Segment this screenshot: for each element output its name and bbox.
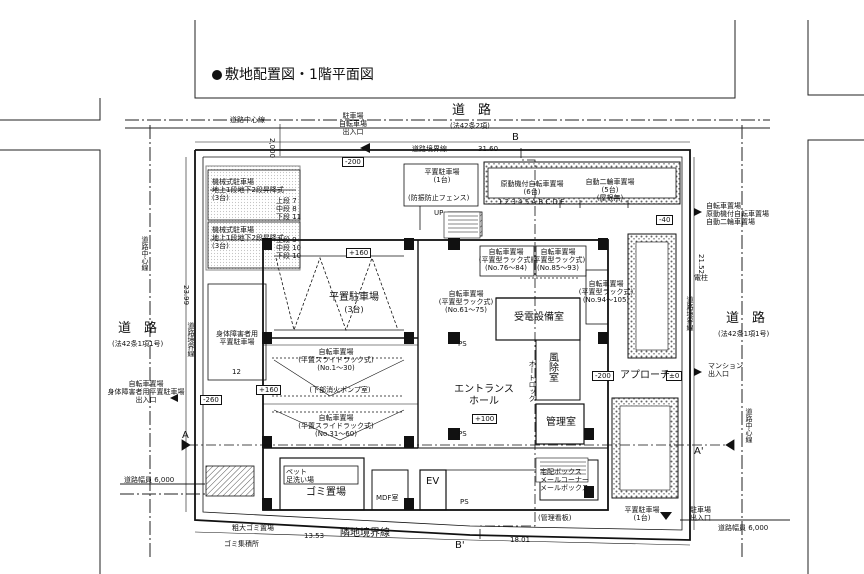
mech-parking-2: 機械式駐車場地上1段地下2段昇降式(3台) (212, 226, 284, 251)
bike-rack-61-75: 自転車置場(平置型ラック式)(No.61〜75) (438, 290, 494, 315)
bike-slide-rack-31-60: 自転車置場(平置スライドラック式)(No.31〜60) (298, 414, 374, 439)
mail-corner: 宅配ボックスメールコーナーメールボックス (540, 468, 589, 493)
moped-area: 原動機付自転車置場(6台) (500, 180, 564, 197)
pipe-shaft-mid: PS (458, 340, 467, 348)
level-hall: +100 (472, 414, 498, 425)
pet-wash: ペット足洗い場 (286, 468, 314, 485)
north-boundary-label: 道路境界線 (412, 145, 447, 153)
north-road-label: 道 路 (452, 103, 492, 118)
fence-note: (防振防止フェンス) (408, 194, 470, 202)
bike-rack-85-93: 自転車置場(平置型ラック式)(No.85〜93) (530, 248, 586, 273)
flat-parking-3: 平置駐車場(3台) (329, 292, 379, 314)
level-north: -200 (342, 157, 364, 168)
sw-road-width: 道路幅員 6,000 (124, 476, 175, 484)
level-east-bikes: -40 (656, 215, 674, 226)
accessible-parking: 身体障害者用平置駐車場 (216, 330, 258, 347)
level-east-entry: -200 (592, 371, 614, 382)
windbreak-room: 風除室 (546, 352, 558, 382)
north-flat-parking: 平置駐車場(1台) (424, 168, 460, 185)
flat-parking-se: 平置駐車場(1台) (624, 506, 660, 523)
dim-south-a: 13.53 (304, 532, 325, 540)
entry-arrows (170, 143, 702, 520)
level-mid-left: +160 (256, 385, 282, 396)
pipe-shaft-south: PS (460, 498, 469, 506)
dim-north-setback: 2,000 (268, 138, 277, 159)
section-a-left: A (182, 430, 189, 441)
section-a-right: A' (694, 446, 704, 457)
columns (262, 238, 608, 510)
bike-rack-94-105: 自転車置場(平置型ラック式)(No.94〜105) (578, 280, 634, 305)
accessible-parking-no: 12 (232, 368, 241, 376)
approach: アプローチ (620, 370, 670, 381)
dim-west-length: 23.99 (182, 285, 191, 306)
west-road-law: (法42条1項1号) (112, 340, 164, 348)
north-centerline-label: 道路中心線 (230, 116, 265, 124)
moto-spot-numbers: 1 2 3 4 5 A B C D E (498, 198, 565, 206)
southeast-parking-entry: 駐車場出入口 (690, 506, 711, 523)
electrical-room: 受電設備室 (514, 312, 564, 323)
garbage-room: ゴミ置場 (306, 487, 346, 498)
manager-room: 管理室 (546, 417, 576, 428)
dim-south-b: 18.01 (510, 536, 531, 544)
east-road-law: (法42条1項1号) (718, 330, 770, 338)
neighbor-blocks (0, 20, 864, 574)
utility-pole: 電柱 (694, 274, 708, 282)
north-parking-entry: 駐車場自転車場出入口 (339, 112, 367, 137)
stair-up: UP (434, 209, 444, 217)
west-boundary-label: 道路境界線 (187, 322, 196, 357)
elevator: EV (426, 476, 440, 487)
west-road-label: 道 路 (118, 321, 158, 336)
auto-lock: オートロック (528, 360, 537, 402)
north-road-law: (法42条2項) (450, 122, 490, 130)
south-boundary-label: 隣地境界線 (340, 528, 390, 539)
bicycle-racks (479, 245, 609, 325)
fire-pump-room: (下部消火ポンプ室) (309, 386, 371, 394)
east-bike-entry: 自転車置場原動機付自転車置場自動二輪車置場 (706, 202, 769, 227)
dim-north-length: 31.60 (478, 145, 499, 153)
site-boundary (194, 149, 691, 541)
mech-parking-1: 機械式駐車場地上1段地下2段昇降式(3台) (212, 178, 284, 203)
level-approach: ±0 (666, 371, 683, 382)
parking-bays (207, 255, 405, 441)
planter-areas (205, 161, 681, 499)
west-centerline-label: 道路中心線 (141, 236, 150, 271)
stairs (443, 211, 589, 483)
dim-east-length: 21.52 (697, 254, 706, 275)
mechanical-parking (207, 169, 301, 269)
pipe-shaft-hall: PS (458, 430, 467, 438)
bullet-icon (212, 70, 222, 80)
dimension-lines (185, 124, 695, 546)
section-b-top: B (512, 132, 519, 143)
garbage-collection: ゴミ集積所 (224, 540, 259, 548)
east-boundary-label: 道路境界線 (686, 296, 695, 331)
level-west: -260 (200, 395, 222, 406)
mdf-room: MDF室 (376, 494, 399, 502)
drawing-title: 敷地配置図・1階平面図 (212, 64, 374, 84)
garbage-area (205, 465, 359, 497)
east-mansion-entry: マンション出入口 (708, 362, 743, 379)
east-road-label: 道 路 (726, 311, 766, 326)
entrance-hall: エントランスホール (454, 384, 514, 407)
west-bike-entry: 自転車置場身体障害者用平置駐車場出入口 (107, 380, 185, 405)
moto-area: 自動二輪車置場(5台)(屋根無) (585, 178, 635, 203)
east-centerline-label: 道路中心線 (745, 408, 754, 443)
section-b-bottom: B' (455, 540, 465, 551)
bulky-garbage: 粗大ゴミ置場 (232, 524, 274, 532)
signage-note: (管理看板) (538, 514, 572, 522)
bike-slide-rack-1-30: 自転車置場(平置スライドラック式)(No.1〜30) (298, 348, 374, 373)
bike-rack-76-84: 自転車置場(平置型ラック式)(No.76〜84) (478, 248, 534, 273)
se-road-width: 道路幅員 6,000 (718, 524, 769, 532)
level-mid-top: +160 (346, 248, 372, 259)
